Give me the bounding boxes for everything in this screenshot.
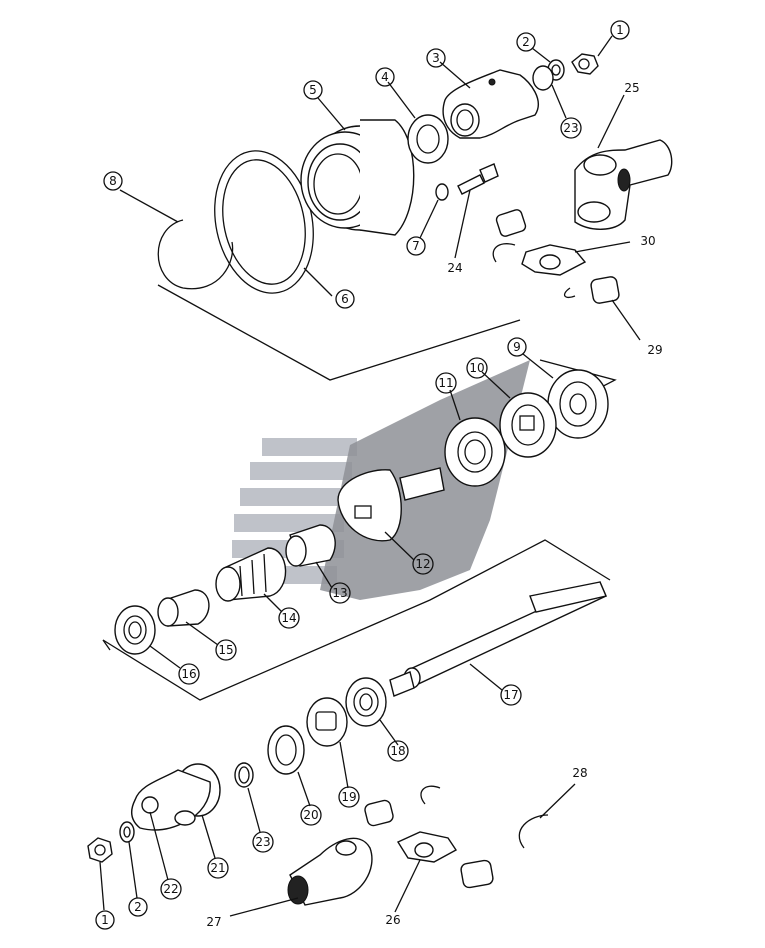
callout-20: 20 [300,804,322,826]
callout-10-label: 10 [469,361,484,375]
callout-9: 9 [507,337,527,357]
callout-20-label: 20 [303,808,318,822]
callout-23-top-label: 23 [563,121,578,135]
label-26: 26 [385,913,400,927]
snap-ring-part-28 [518,783,576,849]
callout-11-label: 11 [438,376,453,390]
callout-12-label: 12 [415,557,430,571]
callout-16-label: 16 [181,667,196,681]
callout-6: 6 [335,289,355,309]
callout-3: 3 [426,48,446,68]
callout-15: 15 [215,639,237,661]
callout-6-label: 6 [341,292,349,306]
spacer-part-15 [157,589,219,646]
bearing-part-18 [345,677,399,746]
callout-13-label: 13 [332,586,347,600]
callout-1-top: 1 [610,20,630,40]
callout-5-label: 5 [309,83,317,97]
callout-23-bot: 23 [252,831,274,853]
flange-yoke-part-3 [439,61,539,139]
cage-part-10 [481,371,557,458]
callout-14: 14 [278,607,300,629]
gear-shaft-part-12 [337,467,445,561]
callout-13: 13 [329,582,351,604]
carrier-part-19 [306,697,349,789]
callout-18: 18 [387,740,409,762]
callout-21: 21 [207,857,229,879]
bearing-part-16 [114,605,181,669]
spring-part-14 [215,547,287,613]
label-25: 25 [624,81,639,95]
nut-part-1-top [571,35,613,75]
housing-part-5 [300,97,415,236]
nut-part-1-bottom [87,837,113,911]
callout-3-label: 3 [432,51,440,65]
callout-1-bot: 1 [95,910,115,930]
seal-part-20 [267,725,311,807]
callout-7: 7 [406,236,426,256]
bearing-part-11 [444,389,506,487]
cross-part-26 [364,785,494,913]
bearing-part-9 [522,353,609,439]
callout-4: 4 [375,67,395,87]
callout-5: 5 [303,80,323,100]
callout-16: 16 [178,663,200,685]
callout-8-label: 8 [109,174,117,188]
flange-yoke-part-21 [131,763,221,881]
callout-2-top-label: 2 [522,35,530,49]
callout-10: 10 [466,357,488,379]
label-27: 27 [206,915,221,929]
callout-2-bot-label: 2 [134,900,142,914]
callout-4-label: 4 [381,70,389,84]
gasket-part-6 [214,150,333,297]
washer-part-2-bottom [119,821,138,899]
label-24: 24 [447,261,462,275]
callout-8: 8 [103,171,123,191]
callout-7-label: 7 [412,239,420,253]
callout-17: 17 [500,684,522,706]
callout-15-label: 15 [218,643,233,657]
callout-23-top: 23 [560,117,582,139]
washer-part-2-top [531,47,567,119]
callout-2-top: 2 [516,32,536,52]
washer-part-7 [419,183,449,239]
callout-18-label: 18 [390,744,405,758]
callout-14-label: 14 [281,611,296,625]
shaft-part-17 [389,581,607,697]
yoke-part-27 [229,837,373,917]
callout-19: 19 [338,786,360,808]
callout-12: 12 [412,553,434,575]
label-28: 28 [572,766,587,780]
callout-17-label: 17 [503,688,518,702]
seal-part-4 [387,81,449,164]
label-30: 30 [640,234,655,248]
label-29: 29 [647,343,662,357]
callout-19-label: 19 [341,790,356,804]
bolt-part-24 [454,163,499,259]
callout-9-label: 9 [513,340,521,354]
callout-1-bot-label: 1 [101,913,109,927]
cross-part-30 [492,209,641,341]
callout-1-top-label: 1 [616,23,624,37]
oring-part-23-bottom [234,762,261,833]
callout-22-label: 22 [163,882,178,896]
sleeve-part-13 [285,524,336,589]
callout-21-label: 21 [210,861,225,875]
callout-23-bot-label: 23 [255,835,270,849]
yoke-part-25 [574,94,673,230]
callout-11: 11 [435,372,457,394]
callout-22: 22 [160,878,182,900]
snap-ring-part-8 [119,189,234,290]
callout-2-bot: 2 [128,897,148,917]
watermark-stripes [232,438,357,584]
